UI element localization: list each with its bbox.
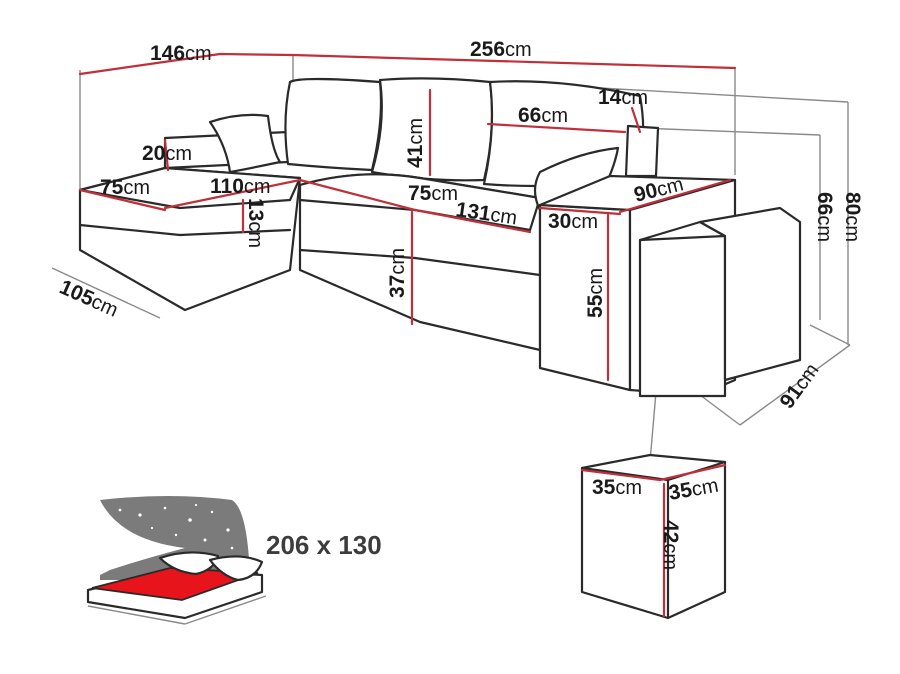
label-80: 80cm [841, 192, 864, 242]
label-55: 55cm [584, 268, 607, 318]
label-131: 131cm [454, 198, 518, 229]
bed-pillow-1 [158, 551, 220, 576]
dim-line-91 [739, 344, 851, 426]
dim-line-35a [580, 468, 662, 482]
label-30: 30cm [548, 210, 598, 233]
label-37: 37cm [386, 248, 409, 298]
label-105: 105cm [56, 276, 122, 322]
back-frame-right [624, 124, 660, 178]
pouf-body [580, 453, 727, 620]
dim-line-75a [78, 188, 167, 212]
label-66v: 66cm [813, 192, 836, 242]
bed-pillow-2 [208, 555, 264, 582]
dim-line-20 [163, 138, 170, 172]
chaise-seat [78, 166, 302, 210]
bed-mattress [91, 567, 259, 601]
dim-line-66 [486, 122, 627, 134]
bed-icon [86, 496, 267, 625]
pouf-tucked-1 [638, 220, 727, 398]
bed-dim-side [184, 595, 267, 625]
back-cushion-2 [370, 77, 494, 182]
dimension-lines [51, 52, 851, 426]
dim-line-105 [51, 267, 161, 319]
dim-line-110 [163, 178, 302, 210]
dim-line-75b [298, 178, 417, 212]
label-35b: 35cm [667, 474, 720, 505]
label-41: 41cm [404, 118, 427, 168]
label-110: 110cm [210, 175, 271, 198]
label-bed-size: 206 x 130 [266, 530, 382, 560]
middle-seat-cushion [298, 173, 542, 232]
label-75a: 75cm [100, 176, 150, 199]
stars [118, 503, 234, 550]
label-66: 66cm [518, 104, 568, 127]
dim-line-35b [658, 463, 727, 482]
label-90: 90cm [632, 172, 686, 206]
label-256: 256cm [470, 38, 532, 61]
back-cushion-1 [284, 77, 383, 172]
throw-pillow-left [208, 113, 282, 174]
bed-dim-front [87, 605, 186, 625]
label-20: 20cm [142, 142, 192, 165]
dim-line-131 [413, 208, 532, 234]
dim-line-90 [618, 178, 732, 214]
label-146: 146cm [150, 42, 212, 65]
dim-line-30 [538, 206, 622, 216]
label-42: 42cm [659, 520, 682, 570]
label-13: 13cm [244, 198, 267, 248]
dim-line-top [78, 52, 737, 76]
label-91: 91cm [775, 359, 823, 413]
label-35a: 35cm [592, 476, 642, 499]
pouf-detail [580, 453, 727, 620]
crescent [100, 500, 185, 575]
dim-line-14 [630, 106, 642, 134]
sofa [78, 77, 802, 398]
label-14: 14cm [598, 86, 648, 109]
label-75b: 75cm [408, 182, 458, 205]
